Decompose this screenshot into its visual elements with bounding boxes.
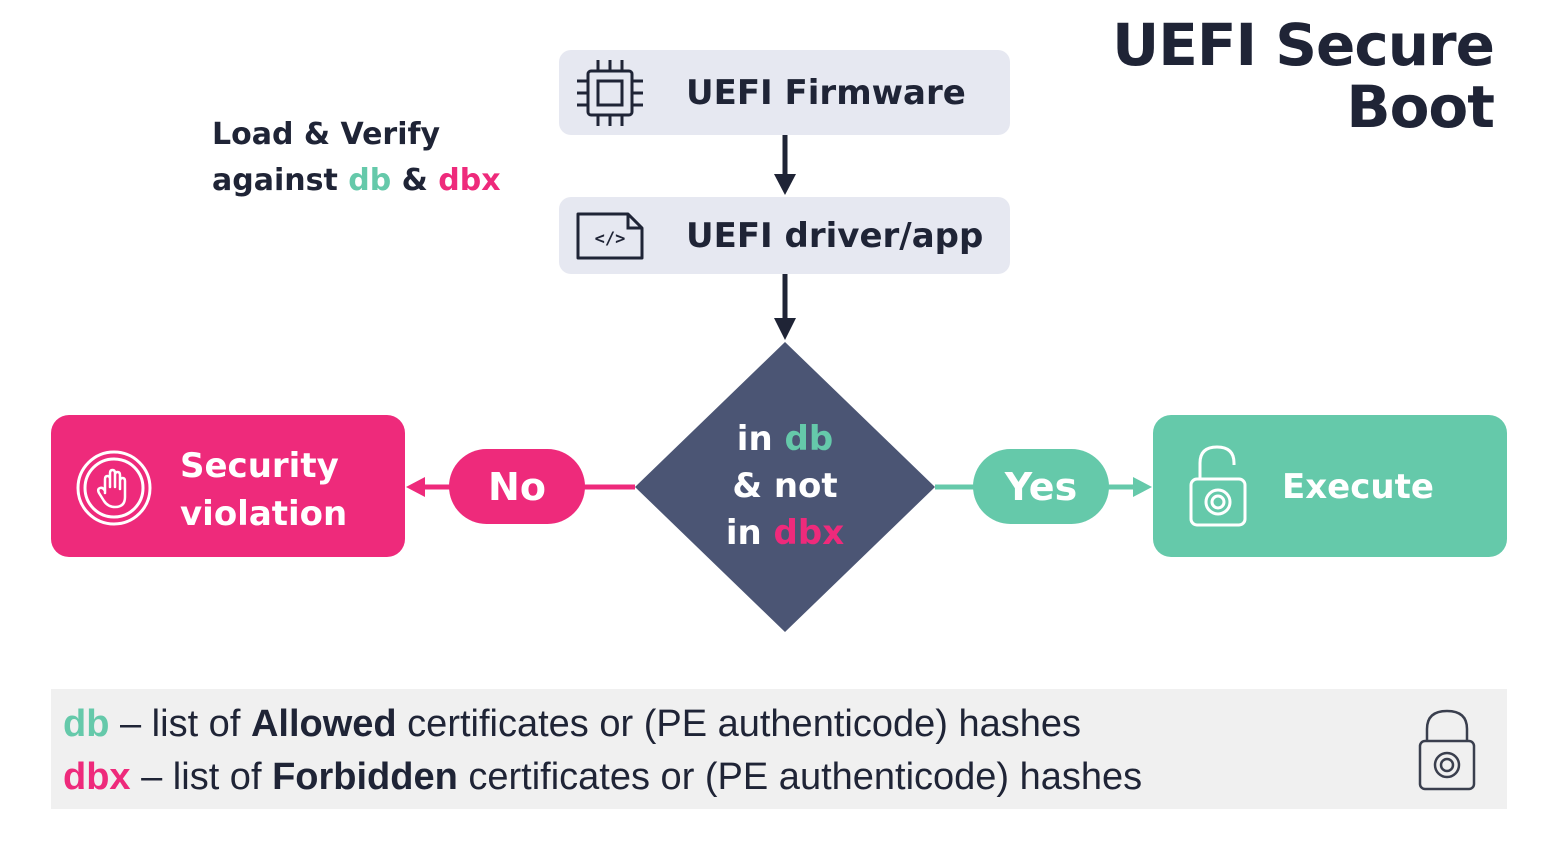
legend-db-post: certificates or (PE authenticode) hashes [396,703,1081,745]
decision-dbx: dbx [773,513,845,553]
security-violation-label: Security violation [180,442,380,538]
legend-dbx-post: certificates or (PE authenticode) hashes [457,756,1143,798]
decision-in-2: in [725,513,774,553]
arrowhead-firmware-to-driver [774,174,796,195]
note-prefix: against [212,163,349,198]
legend-dbx-pre: – list of [130,756,273,798]
page-title: UEFI Secure Boot [1112,11,1495,141]
no-arrowhead [406,477,425,497]
title-line-1: UEFI Secure [1112,11,1495,79]
legend-dbx-term: dbx [63,756,131,798]
decision-in-1: in [736,419,785,459]
legend-db-bold: Allowed [250,703,397,745]
note-db: db [348,163,392,198]
code-icon-text: </> [595,229,626,249]
padlock-icon [1418,709,1476,791]
note-line-1: Load & Verify [212,117,441,152]
stop-hand-icon [76,450,152,526]
no-pill: No [449,449,585,524]
note-amp: & [391,163,439,198]
violation-line-2: violation [180,494,348,534]
decision-diamond [635,342,935,632]
legend-dbx-line: dbx – list of Forbidden certificates or … [63,756,1142,799]
code-file-icon: </> [576,212,644,259]
execute-node [1153,415,1507,557]
legend-panel: db – list of Allowed certificates or (PE… [51,689,1507,809]
unlocked-padlock-icon [1189,445,1247,527]
uefi-driver-label: UEFI driver/app [686,215,984,256]
legend-db-term: db [63,703,110,745]
arrowhead-driver-to-decision [774,318,796,340]
decision-line-1: in db [685,416,885,463]
legend-db-line: db – list of Allowed certificates or (PE… [63,703,1081,746]
yes-arrowhead [1133,477,1152,497]
execute-label: Execute [1282,467,1434,507]
uefi-firmware-label: UEFI Firmware [686,72,966,113]
chip-icon [577,59,643,126]
load-verify-note: Load & Verify against db & dbx [212,112,501,204]
decision-line-2: & not [732,466,838,506]
decision-text: in db & not in dbx [685,416,885,557]
violation-line-1: Security [180,446,339,486]
note-line-2: against db & dbx [212,158,501,204]
decision-line-3: in dbx [685,510,885,557]
uefi-firmware-node: UEFI Firmware [559,50,1010,135]
security-violation-node [51,415,405,557]
decision-db: db [784,419,834,459]
legend-db-pre: – list of [109,703,251,745]
legend-dbx-bold: Forbidden [272,756,458,798]
yes-pill: Yes [973,449,1109,524]
note-dbx: dbx [438,163,501,198]
title-line-2: Boot [1346,73,1495,141]
uefi-driver-node: </> UEFI driver/app [559,197,1010,274]
